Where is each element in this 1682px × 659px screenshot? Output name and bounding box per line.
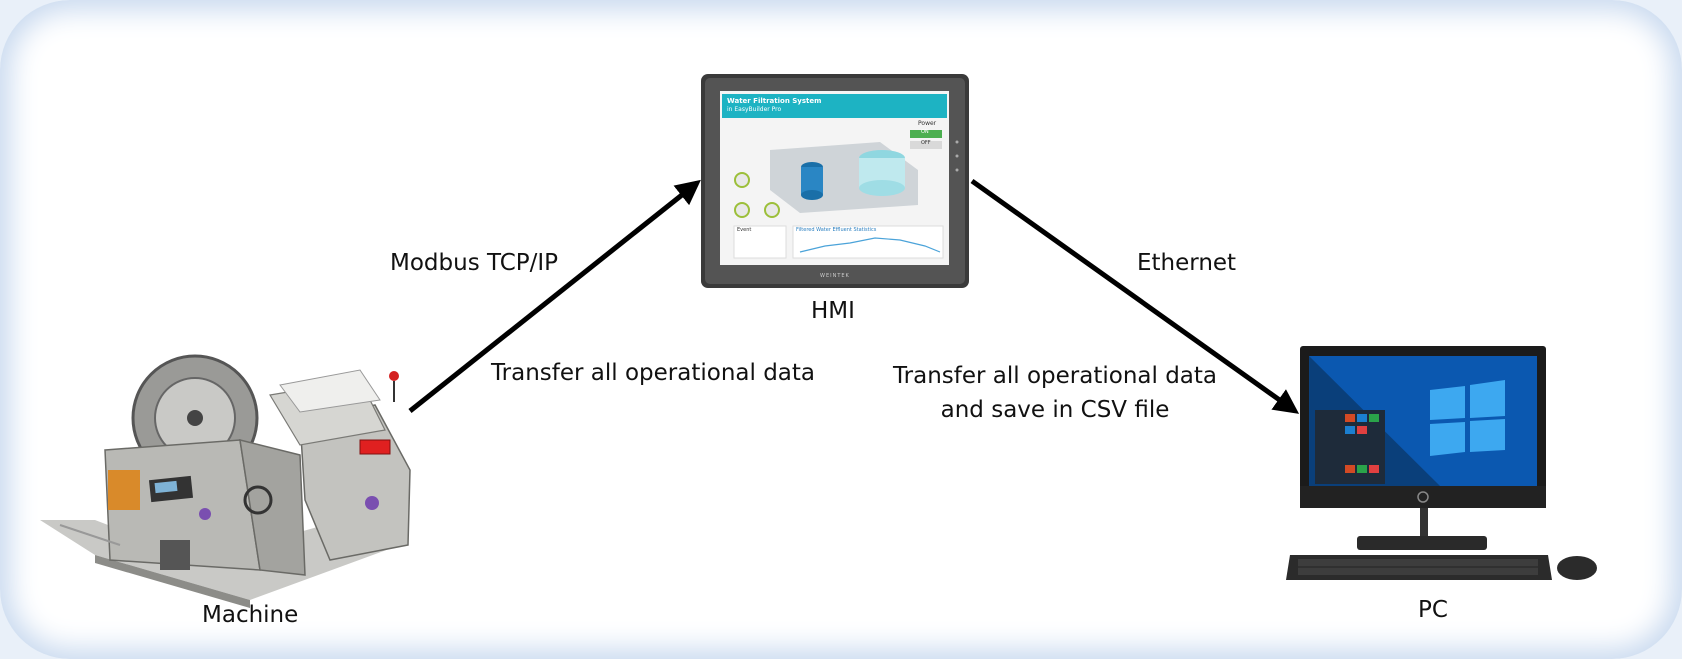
node-label-pc: PC — [1418, 597, 1448, 623]
hmi-off-label: OFF — [921, 140, 931, 146]
link-description-line1: Transfer all operational data — [892, 363, 1217, 389]
hmi-stats-title: Filtered Water Effluent Statistics — [796, 227, 877, 233]
hmi-power-label: Power — [918, 120, 937, 127]
arrow-hmi-to-pc — [970, 178, 1300, 414]
link-protocol-modbus: Modbus TCP/IP — [390, 250, 559, 276]
hmi-event-label: Event — [737, 227, 752, 233]
pc-image — [1286, 346, 1597, 580]
hmi-brand: WEINTEK — [820, 273, 850, 279]
hmi-screen-title: Water Filtration System — [727, 97, 822, 105]
hmi-screen-subtitle: in EasyBuilder Pro — [727, 106, 782, 113]
link-description-hmi-pc: Transfer all operational data and save i… — [880, 363, 1230, 424]
link-description-line2: and save in CSV file — [940, 396, 1170, 423]
hmi-on-label: ON — [921, 129, 929, 135]
machine-image — [40, 354, 411, 608]
hmi-device-image — [701, 74, 969, 288]
arrow-machine-to-hmi — [408, 179, 701, 413]
node-label-machine: Machine — [202, 602, 299, 628]
node-label-hmi: HMI — [811, 298, 855, 324]
link-protocol-ethernet: Ethernet — [1137, 250, 1237, 276]
link-description-machine-hmi: Transfer all operational data — [491, 360, 816, 386]
